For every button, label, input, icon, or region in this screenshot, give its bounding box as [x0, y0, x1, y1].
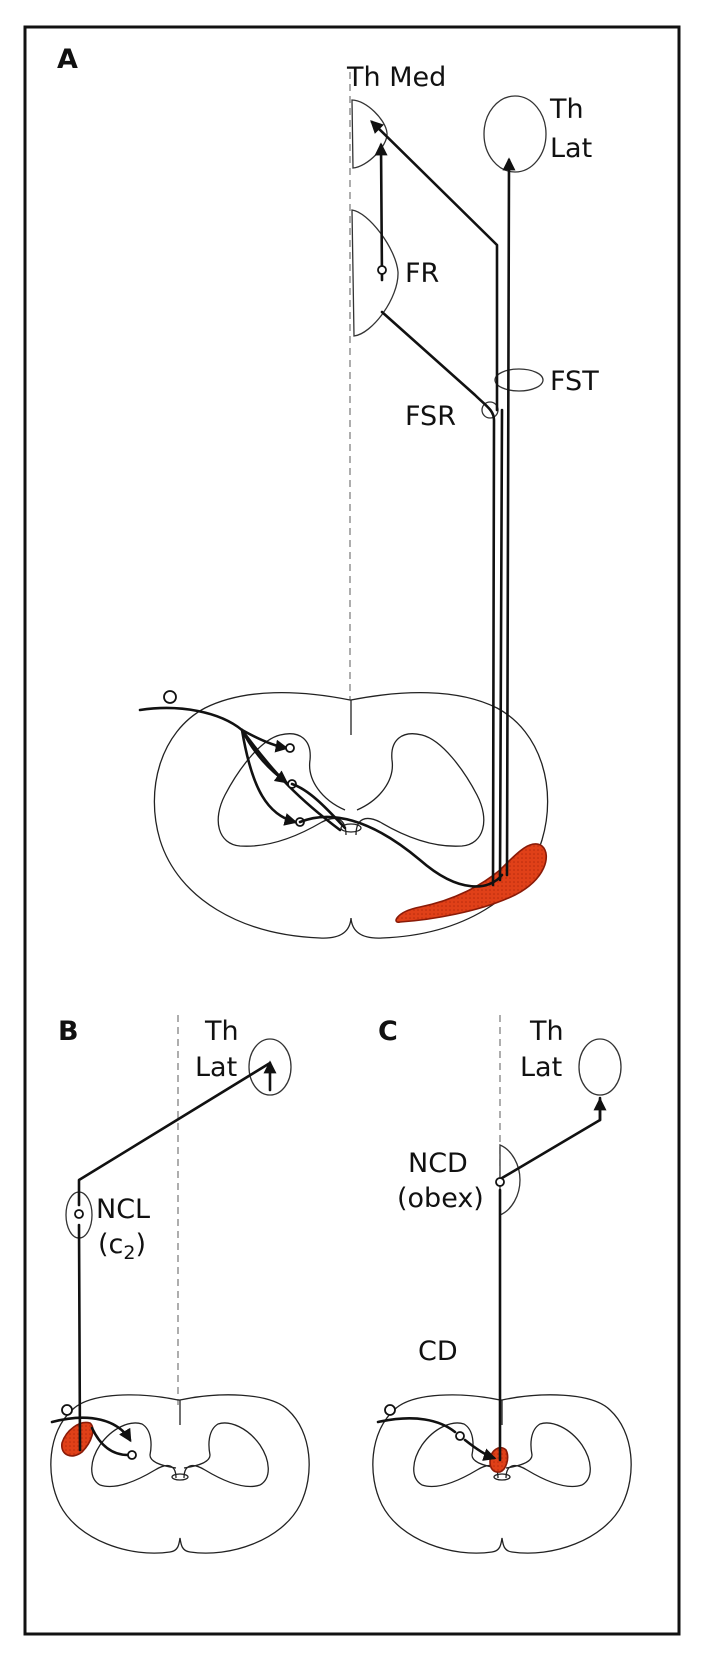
fsr-label: FSR: [405, 401, 456, 432]
ncl-sub-label: (c2): [98, 1229, 146, 1264]
ncl-label: NCL: [96, 1194, 150, 1225]
fr-label: FR: [405, 258, 439, 289]
drg-cell-c: [384, 1404, 396, 1416]
afferent-branch-1: [240, 728, 289, 753]
ncd-label: NCD: [408, 1148, 468, 1179]
lesion-a: [395, 843, 547, 923]
ncl-cell: [74, 1209, 84, 1219]
drg-cell-a: [163, 690, 177, 704]
panel-c-letter: C: [378, 1016, 398, 1047]
ncd-cell: [495, 1177, 505, 1187]
panel-b-ncl-to-thalamus: [77, 1061, 277, 1207]
spinal-cord-a: [153, 691, 549, 939]
panel-c-th-lat-nucleus: [578, 1038, 622, 1096]
fsr-tract: [380, 310, 496, 887]
panel-c-dorsal-cell: [455, 1431, 465, 1441]
fr-to-th-med: [374, 142, 388, 282]
central-canal-a: [340, 823, 362, 833]
panel-c: C Th Lat NCD (obex) CD: [372, 1015, 632, 1554]
direct-to-th-med: [370, 120, 499, 412]
lesion-b: [61, 1421, 94, 1457]
panel-b-th-label: Th: [204, 1016, 239, 1047]
central-canal-c: [493, 1473, 511, 1481]
fst-label: FST: [550, 366, 599, 397]
panel-b-dorsal-cell: [127, 1450, 137, 1460]
dorsal-horn-cell-1: [285, 743, 295, 753]
afferent-root-a: [138, 706, 244, 732]
fst-tract: [502, 157, 516, 877]
th-lat-nucleus: [483, 95, 547, 173]
drg-cell-b: [61, 1404, 73, 1416]
ncd-nucleus: [499, 1144, 521, 1216]
afferent-b-2: [90, 1426, 130, 1457]
panel-c-lat-label: Lat: [520, 1052, 562, 1083]
fr-cell: [377, 265, 387, 275]
spinal-cord-a-gray-right: [355, 733, 485, 847]
central-canal-b: [171, 1473, 189, 1481]
cd-label: CD: [418, 1336, 458, 1367]
fst-ellipse: [494, 368, 544, 392]
th-med-label: Th Med: [346, 62, 446, 93]
panel-a: A Th Med Th Lat FR FST FSR: [57, 44, 599, 939]
spinal-cord-a-gray-left: [217, 733, 347, 847]
afferent-b: [50, 1416, 132, 1443]
spinal-cord-c-gray-left: [413, 1422, 499, 1488]
spinal-cord-b-gray-left: [91, 1422, 177, 1488]
fst-tract-2: [498, 408, 504, 882]
panel-b-lat-label: Lat: [195, 1052, 237, 1083]
spinal-cord-c-gray-right: [505, 1422, 591, 1488]
fr-nucleus: [351, 209, 399, 337]
panel-b-letter: B: [58, 1016, 79, 1047]
panel-a-letter: A: [57, 44, 78, 75]
panel-b: B Th Lat NCL (c2): [50, 1015, 310, 1554]
spinal-cord-a-outline: [153, 691, 549, 939]
spinal-cord-b-gray-right: [183, 1422, 269, 1488]
panel-b-ascending-tract: [77, 1223, 82, 1452]
afferent-c: [376, 1417, 457, 1434]
crossing-fiber: [298, 815, 504, 888]
crossing-fiber-2: [290, 782, 347, 830]
afferent-c-2: [463, 1438, 497, 1461]
th-lat-label-1: Th: [549, 94, 584, 125]
panel-c-th-label: Th: [529, 1016, 564, 1047]
figure-frame: [23, 25, 681, 1636]
th-lat-label-2: Lat: [550, 133, 592, 164]
afferent-branch-3: [240, 728, 298, 826]
spinal-cord-b-outline: [50, 1394, 310, 1554]
spinal-cord-c-outline: [372, 1394, 632, 1554]
ncd-sub-label: (obex): [397, 1183, 484, 1214]
